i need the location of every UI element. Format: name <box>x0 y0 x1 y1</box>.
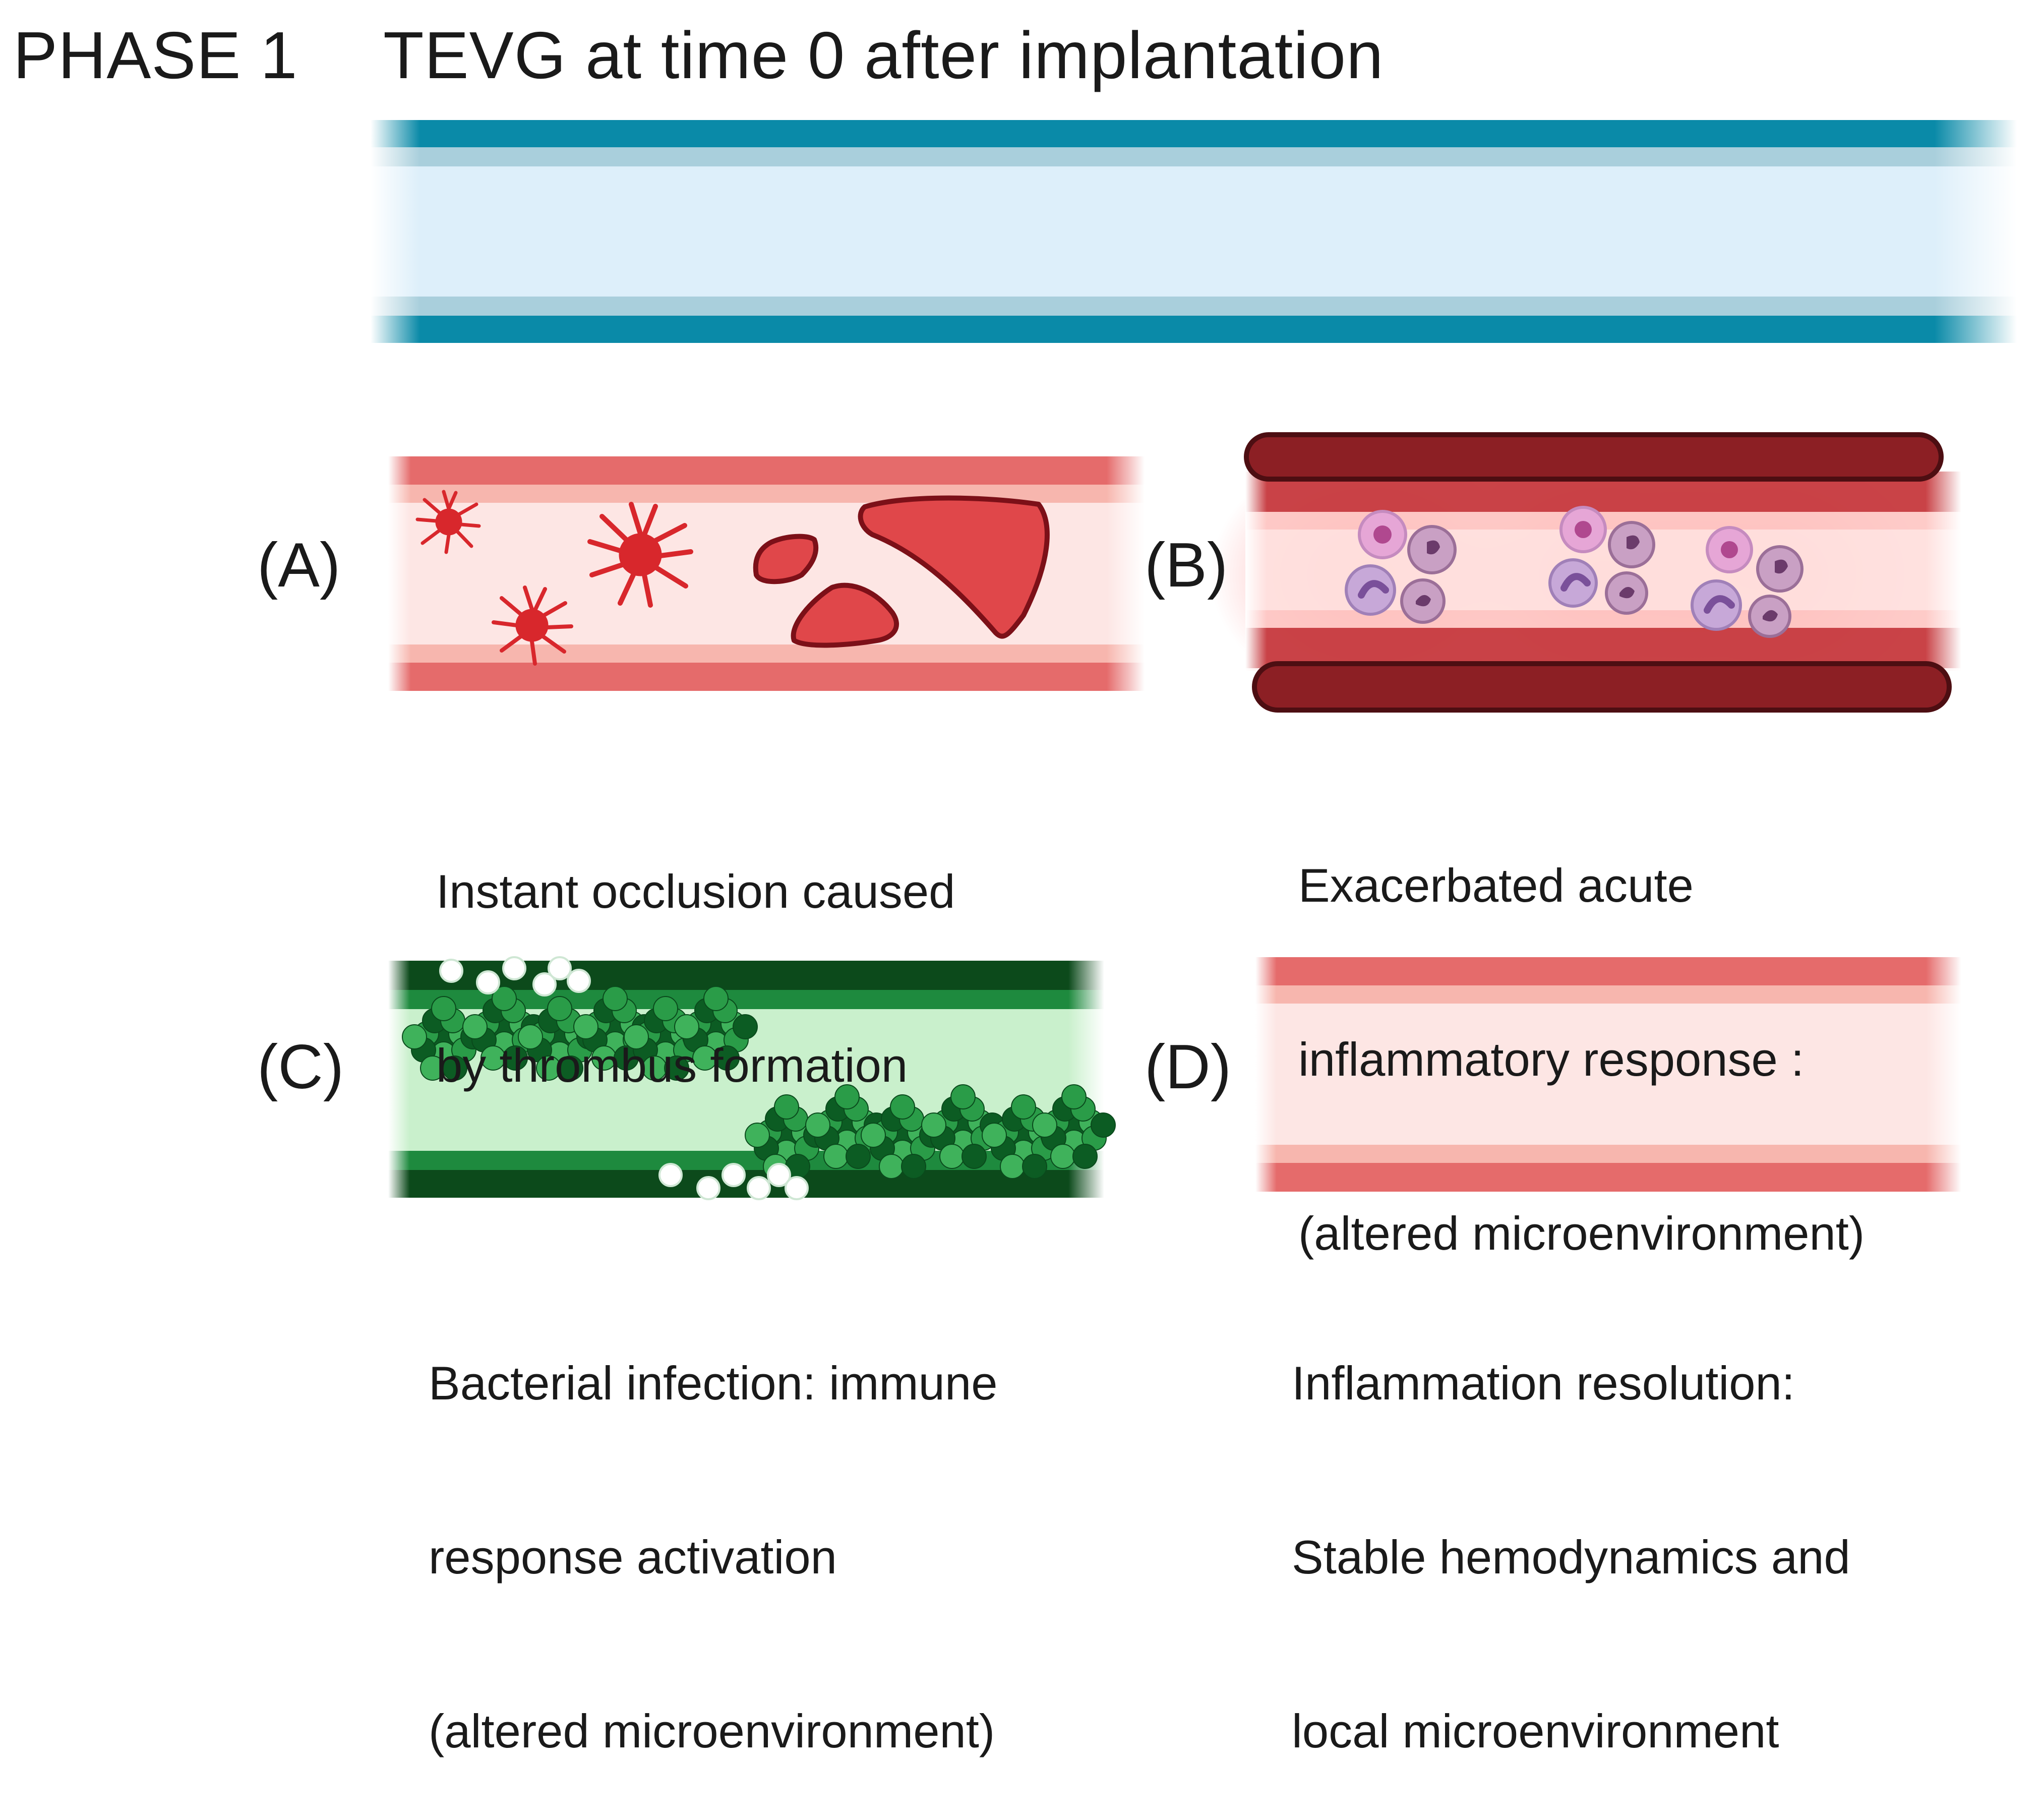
bacterium-icon <box>442 1055 467 1081</box>
bacterium-icon <box>1011 1094 1036 1120</box>
bacterium-icon <box>950 1084 976 1109</box>
bacterium-icon <box>961 1144 987 1169</box>
bacterium-icon <box>703 986 729 1011</box>
bacterium-icon <box>1061 1084 1087 1109</box>
bacterium-icon <box>901 1154 926 1179</box>
bacterium-icon <box>462 1014 488 1039</box>
caption-line: Stable hemodynamics and <box>1292 1531 1850 1584</box>
caption-line: Instant occlusion caused <box>436 865 955 918</box>
caption-line: Inflammation resolution: <box>1292 1357 1795 1410</box>
bacteria-colony <box>745 1084 1116 1179</box>
bacterium-icon <box>879 1154 904 1179</box>
caption-line: response activation <box>429 1531 837 1584</box>
bacterium-icon <box>921 1112 946 1138</box>
bacterium-icon <box>714 1045 740 1071</box>
bacterium-icon <box>1022 1154 1047 1179</box>
bacterium-icon <box>492 986 517 1011</box>
bacterium-icon <box>402 1024 427 1049</box>
figure-title: TEVG at time 0 after implantation <box>383 18 1384 92</box>
bacterium-icon <box>547 996 572 1021</box>
bacterium-icon <box>1091 1112 1116 1138</box>
panel-c-caption: Bacterial infection: immune response act… <box>429 1238 998 1818</box>
tevg-vessel <box>371 116 2017 348</box>
panel-d-label: (D) <box>1145 1032 1232 1102</box>
bacterium-icon <box>558 1055 583 1081</box>
bacterium-icon <box>834 1084 860 1109</box>
leukocyte-icon <box>1345 506 1803 638</box>
phase-label: PHASE 1 <box>13 18 298 92</box>
bacterium-icon <box>674 1014 699 1039</box>
caption-line: Bacterial infection: immune <box>429 1357 998 1410</box>
bacterium-icon <box>805 1112 830 1138</box>
bacterium-icon <box>982 1123 1007 1148</box>
bacterium-icon <box>1032 1112 1057 1138</box>
caption-line: (altered microenvironment) <box>1298 1207 1865 1260</box>
bacterium-icon <box>573 1014 598 1039</box>
bacterium-icon <box>774 1094 799 1120</box>
thrombus-clot <box>753 495 1050 648</box>
bacterium-icon <box>1050 1144 1075 1169</box>
bacterium-icon <box>1000 1154 1025 1179</box>
panel-c-label: (C) <box>257 1032 344 1102</box>
panel-b-caption: Exacerbated acute inflammatory response … <box>1298 740 1865 1320</box>
bacteria-colony <box>402 986 758 1081</box>
bacterium-icon <box>890 1094 915 1120</box>
bacterium-icon <box>653 996 678 1021</box>
bacterium-icon <box>846 1144 871 1169</box>
caption-line: (altered microenvironment) <box>429 1705 995 1757</box>
bacterium-icon <box>503 1045 528 1071</box>
bacterium-icon <box>664 1055 689 1081</box>
panel-a-caption: Instant occlusion caused by thrombus for… <box>436 746 955 1152</box>
caption-line: inflammatory response : <box>1298 1033 1805 1086</box>
caption-line: Exacerbated acute <box>1298 859 1694 912</box>
bacterium-icon <box>518 1024 543 1049</box>
panel-d-vessel <box>1255 953 1961 1195</box>
bacterium-icon <box>431 996 456 1021</box>
immune-cell-icon <box>439 956 809 1200</box>
caption-line: by thrombus formation <box>436 1039 908 1092</box>
bacterium-icon <box>745 1123 770 1148</box>
bacterium-icon <box>603 986 628 1011</box>
bacterium-icon <box>1072 1144 1098 1169</box>
figure-illustration <box>371 116 2017 1201</box>
panel-b-label: (B) <box>1145 531 1228 600</box>
bacterium-icon <box>624 1024 649 1049</box>
bacterium-icon <box>733 1014 758 1039</box>
panel-a-label: (A) <box>257 531 341 600</box>
platelet-icon <box>415 490 693 666</box>
panel-d-caption: Inflammation resolution: Stable hemodyna… <box>1292 1238 1850 1818</box>
caption-line: local microenvironment <box>1292 1705 1779 1757</box>
bacterium-icon <box>861 1123 886 1148</box>
